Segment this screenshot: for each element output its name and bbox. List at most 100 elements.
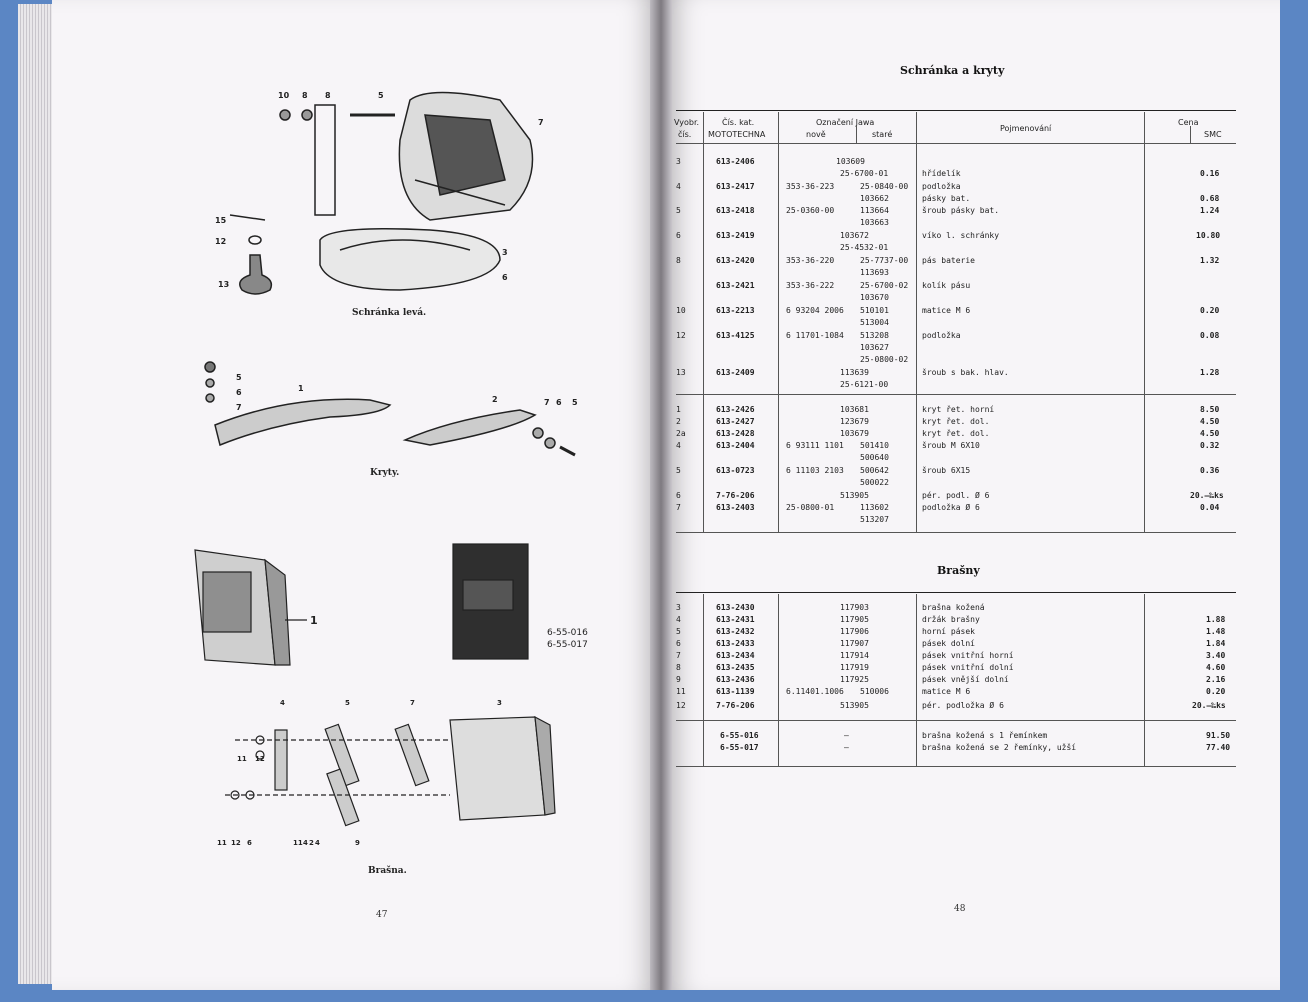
callout-12a: 12 — [255, 755, 265, 763]
header-bottom-rule — [676, 143, 1236, 144]
row-nove: 353-36-220 — [786, 256, 835, 265]
row-stare: 25-0840-00 — [860, 182, 909, 191]
row-vyobr: 2 — [676, 417, 681, 426]
callout-7: 7 — [538, 118, 544, 127]
callout-1: 1 — [298, 384, 304, 393]
row-stare: 25-6121-00 — [840, 380, 889, 389]
row-stare: 103609 — [836, 157, 865, 166]
book-page-edges — [18, 4, 58, 984]
section-divider — [676, 720, 1236, 721]
row-kat: 613-2436 — [716, 675, 755, 684]
row-name: pásek vnitřní horní — [922, 651, 1014, 660]
col-divider — [916, 594, 917, 766]
callout-5: 5 — [378, 91, 384, 100]
row-vyobr: 9 — [676, 675, 681, 684]
row-stare: 103627 — [860, 343, 889, 352]
row-kat: 613-2427 — [716, 417, 755, 426]
row-name: brašna kožená — [922, 603, 985, 612]
row-vyobr: 1 — [676, 405, 681, 414]
row-vyobr: 12 — [676, 331, 686, 340]
row-price: 20.—‰ks — [1190, 491, 1224, 500]
row-name: šroub s bak. hlav. — [922, 368, 1009, 377]
row-stare: 501410 — [860, 441, 889, 450]
row-price: 8.50 — [1200, 405, 1220, 414]
row-kat: 613-2213 — [716, 306, 755, 315]
section-title-schranka: Schránka a kryty — [900, 64, 1005, 77]
callout-6: 6 — [247, 839, 252, 847]
col-divider — [1144, 112, 1145, 532]
row-name: horní pásek — [922, 627, 975, 636]
row-vyobr: 5 — [676, 206, 681, 215]
row-stare: 510101 — [860, 306, 889, 315]
row-price: 0.16 — [1200, 169, 1220, 178]
figure-caption-schranka: Schránka levá. — [352, 308, 427, 318]
row-name: víko l. schránky — [922, 231, 1000, 240]
row-price: 77.40 — [1206, 743, 1231, 752]
book-gutter — [650, 0, 672, 990]
bag-code-016: 6-55-016 — [547, 628, 588, 638]
row-stare: 117903 — [840, 603, 869, 612]
row-stare: 113693 — [860, 268, 889, 277]
row-kat: 613-2418 — [716, 206, 755, 215]
table-top-rule — [676, 110, 1236, 111]
col-divider — [856, 126, 857, 144]
section-divider — [676, 394, 1236, 395]
row-name: brašna kožená se 2 řemínky, užší — [922, 743, 1077, 752]
row-kat: 6-55-017 — [720, 743, 759, 752]
row-stare: 103670 — [860, 293, 889, 302]
row-name: šroub M 6X10 — [922, 441, 980, 450]
row-kat: 613-2431 — [716, 615, 755, 624]
row-vyobr: 5 — [676, 466, 681, 475]
row-stare: 103679 — [840, 429, 869, 438]
row-vyobr: 4 — [676, 182, 681, 191]
page-number-right: 48 — [954, 904, 966, 914]
left-page — [52, 0, 662, 990]
callout-6b: 6 — [556, 398, 562, 407]
row-name: kryt řet. dol. — [922, 429, 990, 438]
row-kat: 613-2430 — [716, 603, 755, 612]
row-price: 0.36 — [1200, 466, 1220, 475]
row-stare: 25-6700-02 — [860, 281, 909, 290]
section-title-brasny: Brašny — [937, 564, 980, 577]
row-stare: 513207 — [860, 515, 889, 524]
row-price: 0.04 — [1200, 503, 1220, 512]
row-nove: 6 93111 1101 — [786, 441, 844, 450]
row-stare: 25-6700-01 — [840, 169, 889, 178]
row-price: 0.32 — [1200, 441, 1220, 450]
row-stare: 113602 — [860, 503, 889, 512]
row-name: pásek vnitřní dolní — [922, 663, 1014, 672]
callout-12: 12 — [215, 237, 226, 246]
page-number-left: 47 — [376, 910, 388, 920]
row-vyobr: 6 — [676, 491, 681, 500]
row-vyobr: 3 — [676, 603, 681, 612]
row-stare: 113664 — [860, 206, 889, 215]
row-kat: 613-4125 — [716, 331, 755, 340]
row-vyobr: 8 — [676, 256, 681, 265]
row-stare: 500022 — [860, 478, 889, 487]
row-stare: 25-0800-02 — [860, 355, 909, 364]
header-mototechna: MOTOTECHNA — [708, 130, 766, 139]
bag-code-017: 6-55-017 — [547, 640, 588, 650]
col-divider — [778, 112, 779, 532]
row-price: 1.28 — [1200, 368, 1220, 377]
row-price: 10.80 — [1196, 231, 1221, 240]
callout-10: 10 — [278, 91, 290, 100]
row-kat: 7-76-206 — [716, 701, 755, 710]
row-vyobr: 10 — [676, 306, 686, 315]
row-name: matice M 6 — [922, 306, 971, 315]
row-kat: 613-2406 — [716, 157, 755, 166]
table-bottom-rule — [676, 532, 1236, 533]
row-stare: 103663 — [860, 218, 889, 227]
row-kat: 613-2404 — [716, 441, 755, 450]
col-divider — [703, 594, 704, 766]
row-price: 20.—‰ks — [1192, 701, 1226, 710]
row-name: držák brašny — [922, 615, 980, 624]
table2-bottom-rule — [676, 766, 1236, 767]
row-price: 4.60 — [1206, 663, 1226, 672]
row-kat: 613-2419 — [716, 231, 755, 240]
header-vyobr: Vyobr. — [674, 118, 700, 127]
callout-9: 9 — [355, 839, 360, 847]
row-nove: 25-0800-01 — [786, 503, 835, 512]
row-stare: 103662 — [860, 194, 889, 203]
row-stare: 500642 — [860, 466, 889, 475]
